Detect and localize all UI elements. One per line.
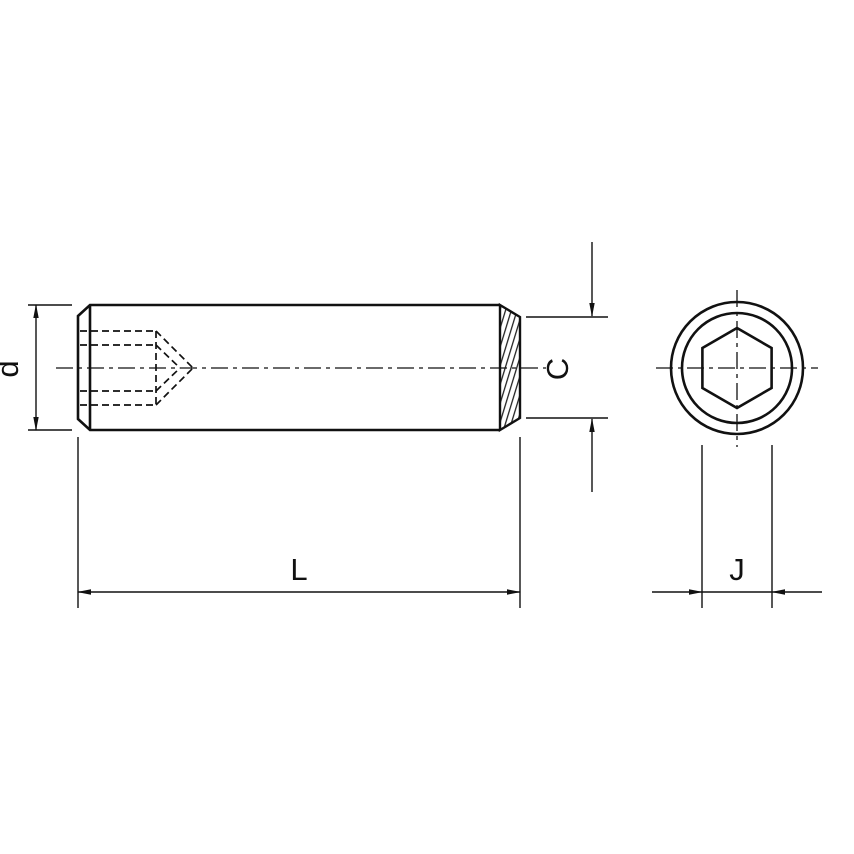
hex-socket-outline xyxy=(701,326,773,410)
dimension-l-extension-lines xyxy=(77,437,521,608)
dimension-c: C xyxy=(526,242,608,492)
end-view-chamfer-circle xyxy=(680,311,794,425)
side-view xyxy=(56,302,546,433)
dimension-j-label: J xyxy=(729,552,745,587)
dimension-j: J xyxy=(652,445,822,608)
dimension-d-label: d xyxy=(0,360,25,377)
knurled-cup-point xyxy=(498,302,522,433)
hex-socket-hidden-lines xyxy=(80,330,194,406)
screw-body-outline xyxy=(76,303,500,432)
dimension-c-label: C xyxy=(540,358,575,380)
dimension-j-extension-lines xyxy=(701,445,773,608)
end-view xyxy=(656,290,818,447)
dimension-l: L xyxy=(77,437,521,608)
end-view-outer-circle xyxy=(669,300,805,436)
dimension-d: d xyxy=(0,304,72,431)
dimension-l-label: L xyxy=(290,552,307,587)
